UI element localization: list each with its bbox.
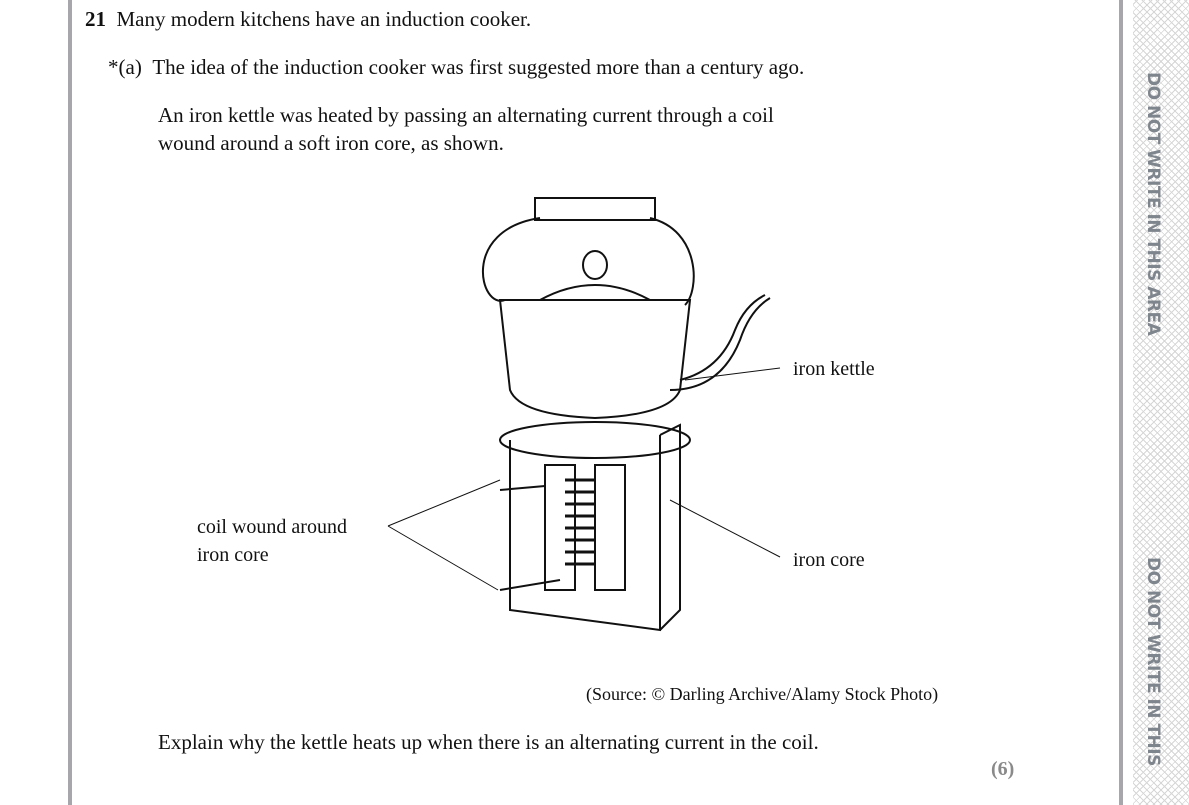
label-iron-kettle: iron kettle	[793, 358, 875, 380]
paragraph-line-1: An iron kettle was heated by passing an …	[158, 103, 774, 127]
question-intro: Many modern kitchens have an induction c…	[116, 7, 532, 31]
marks: (6)	[991, 758, 1015, 780]
part-label: *(a)	[108, 55, 142, 79]
kettle-diagram	[387, 197, 781, 632]
question-prompt: Explain why the kettle heats up when the…	[158, 730, 819, 754]
paragraph-line-2: wound around a soft iron core, as shown.	[158, 131, 504, 155]
right-margin-line	[1119, 0, 1123, 805]
question-number: 21	[85, 7, 106, 31]
figure-source: (Source: © Darling Archive/Alamy Stock P…	[586, 684, 939, 704]
margin-warning-2: DO NOT WRITE IN THIS	[1143, 557, 1163, 766]
left-margin-line	[68, 0, 72, 805]
label-coil-line-2: iron core	[197, 544, 269, 566]
label-iron-core: iron core	[793, 549, 865, 571]
margin-warning: DO NOT WRITE IN THIS AREA	[1143, 72, 1163, 336]
no-write-margin	[1133, 0, 1189, 805]
part-text: The idea of the induction cooker was fir…	[152, 55, 805, 79]
label-coil-line-1: coil wound around	[197, 516, 347, 538]
